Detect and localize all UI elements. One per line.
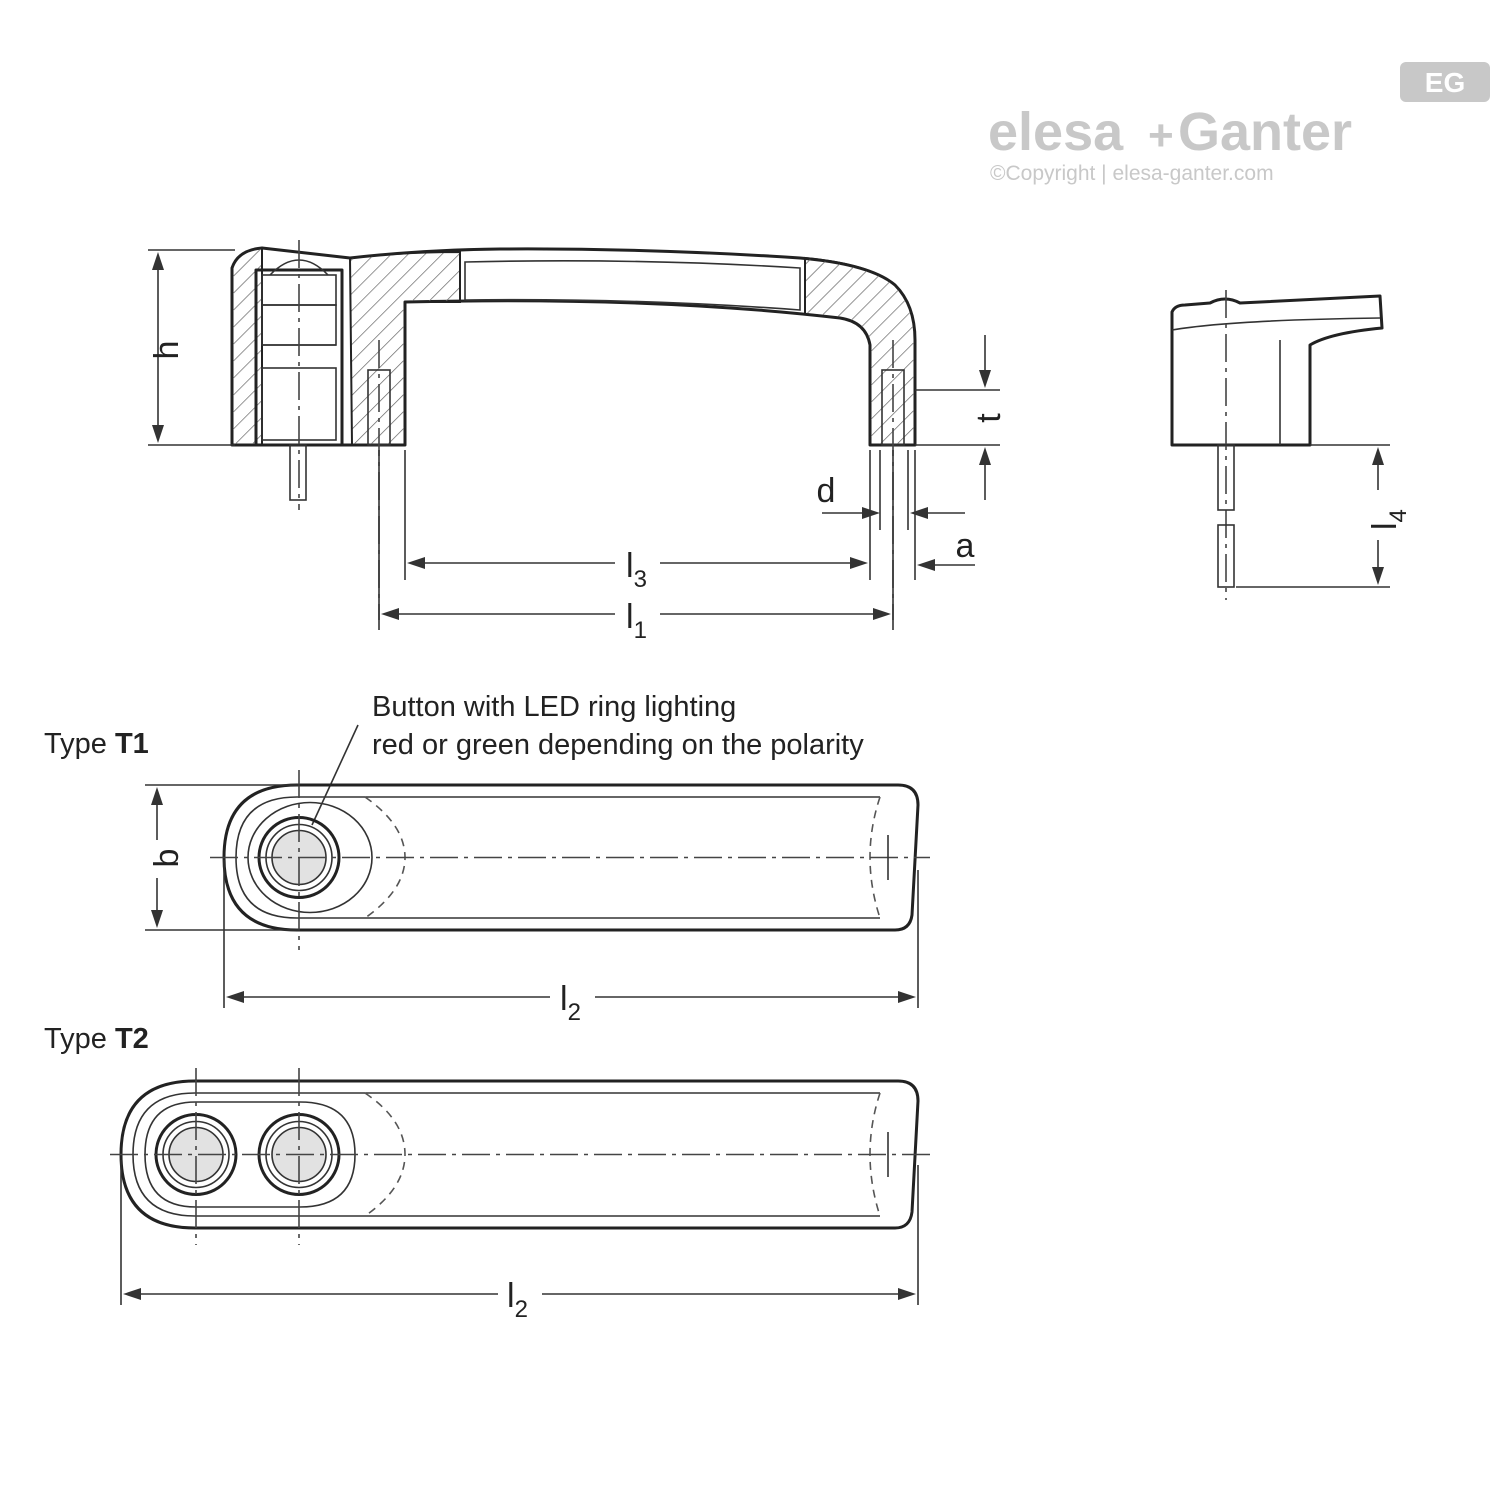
type-t1-view: Type T1 b l2: [44, 728, 930, 1026]
dim-label-h: h: [148, 341, 186, 360]
logo-wordmark-right: Ganter: [1178, 102, 1352, 162]
dim-label-t1-l2: l2: [560, 980, 581, 1026]
logo-badge-text: EG: [1425, 67, 1465, 98]
dim-label-d: d: [817, 472, 836, 510]
end-view-pin-top: [1217, 444, 1235, 511]
t1-outline: [222, 783, 920, 932]
callout-line-1: Button with LED ring lighting: [372, 691, 736, 723]
t2-l2-base: l: [507, 1277, 515, 1315]
type-t2-prefix: Type: [44, 1023, 115, 1055]
t2-oval-recess: [144, 1101, 356, 1208]
dim-label-a: a: [956, 527, 975, 565]
handle-top-band: [464, 260, 801, 311]
pin-left: [289, 444, 307, 501]
t2-l2-sub: 2: [515, 1296, 528, 1323]
dim-label-t: t: [970, 413, 1008, 423]
type-t1-label: Type T1: [44, 728, 149, 760]
logo-badge-box: [1400, 62, 1490, 102]
callout-leader: [311, 724, 359, 826]
dim-label-l1: l1: [626, 598, 647, 644]
type-t2-code: T2: [115, 1023, 149, 1055]
brand-logo: EG elesa + Ganter ©Copyright | elesa-gan…: [988, 62, 1490, 185]
l3-sub: 3: [634, 566, 647, 593]
logo-wordmark-plus: +: [1148, 111, 1174, 160]
end-view-outline: [1170, 294, 1384, 447]
hatch-left-section: [348, 250, 461, 446]
l3-base: l: [626, 547, 634, 585]
type-t1-code: T1: [115, 728, 149, 760]
logo-copyright: ©Copyright | elesa-ganter.com: [990, 162, 1274, 185]
dim-label-l4: l4: [1366, 509, 1412, 530]
end-view-top-edge: [1171, 317, 1381, 331]
type-t1-prefix: Type: [44, 728, 115, 760]
a-arrow: [917, 559, 935, 571]
l4-sub: 4: [1385, 509, 1412, 522]
t2-outline: [119, 1079, 920, 1230]
type-t2-view: Type T2 l2: [44, 1023, 930, 1323]
l1-sub: 1: [634, 617, 647, 644]
d-arrow-right: [910, 507, 928, 519]
logo-wordmark-left: elesa: [988, 102, 1124, 162]
hatch-right-section: [804, 256, 916, 446]
d-arrow: [862, 507, 880, 519]
end-view: l4: [1170, 290, 1412, 600]
dim-label-l3: l3: [626, 547, 647, 593]
callout-line-2: red or green depending on the polarity: [372, 729, 864, 761]
t1-l2-base: l: [560, 980, 568, 1018]
end-view-pin-bottom: [1217, 524, 1235, 588]
dim-label-t2-l2: l2: [507, 1277, 528, 1323]
type-t2-label: Type T2: [44, 1023, 149, 1055]
t2-bulge: [364, 1092, 406, 1217]
t1-l2-sub: 2: [568, 999, 581, 1026]
l1-base: l: [626, 598, 634, 636]
led-callout: Button with LED ring lighting red or gre…: [311, 691, 864, 826]
dim-label-b: b: [148, 849, 186, 868]
side-section-view: h t d a l3 l1: [148, 240, 1008, 644]
l4-base: l: [1366, 522, 1404, 530]
